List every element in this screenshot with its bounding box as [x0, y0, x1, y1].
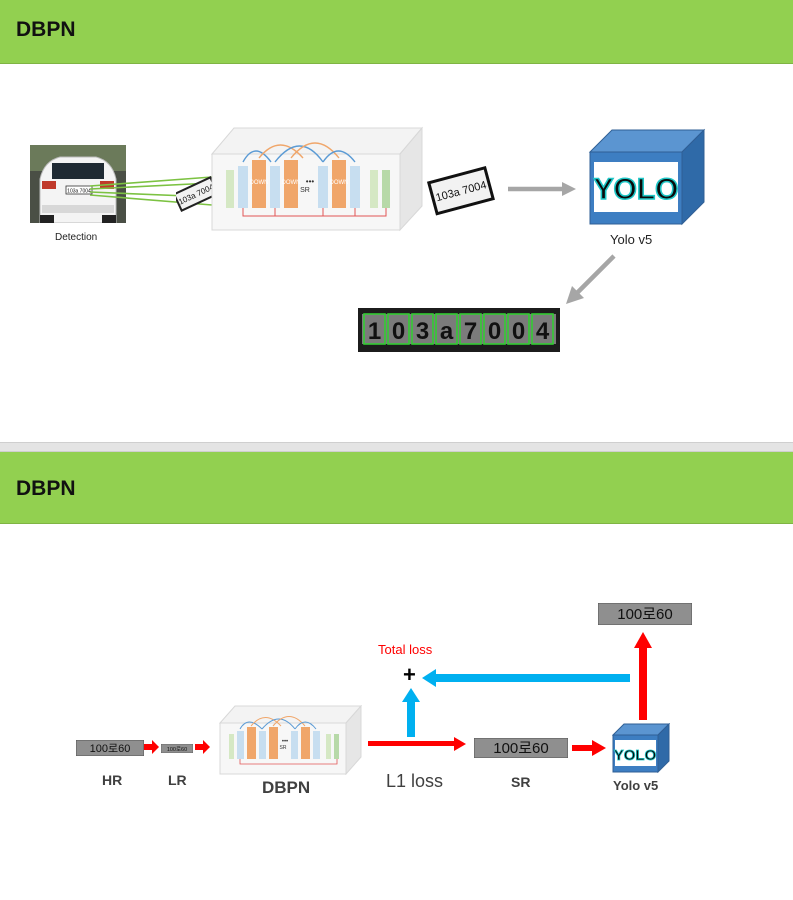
hr-to-lr-arrow [144, 740, 159, 754]
down-block-label: DOWN [330, 180, 349, 186]
char-detection-box [363, 313, 386, 345]
feedback-arrow [422, 669, 630, 687]
up-block [270, 166, 280, 208]
down-block [332, 160, 346, 208]
sr-plate: 100로60 [474, 738, 568, 758]
total-loss-label: Total loss [378, 642, 433, 657]
hr-plate: 100로60 [76, 740, 144, 756]
up-block [350, 166, 360, 208]
yolo-cube: YOLO [588, 128, 706, 226]
arrow-to-result [566, 254, 616, 304]
plate-sr: 103a 7004 [426, 165, 495, 216]
plus-symbol: + [403, 662, 416, 687]
l1-loss-label: L1 loss [386, 771, 444, 791]
slide-2-title: DBPN [16, 477, 76, 500]
char-detection-box [459, 313, 482, 345]
output-plate-text: 100로60 [617, 606, 673, 623]
dbpn-network-small: ••• SR [219, 705, 363, 775]
car-plate-text: 103a 7004 [67, 189, 91, 195]
down-block [252, 160, 266, 208]
char-detection-box [507, 313, 530, 345]
arrow-yolo-to-output [634, 632, 652, 720]
dbpn-label: DBPN [262, 778, 311, 797]
slide-2-header: DBPN [0, 452, 793, 524]
down-block [284, 160, 298, 208]
network-sr-label: SR [300, 187, 310, 194]
yolo-logo: YOLO [593, 173, 678, 206]
yolo-cube-small: YOLO [612, 723, 670, 773]
recognized-char: 1 [368, 318, 381, 345]
yolo-logo-small: YOLO [614, 747, 657, 764]
recognized-char: 0 [488, 318, 501, 345]
dbpn-network: DOWN DOWN ••• SR DOWN [210, 126, 424, 232]
network-dots: ••• [306, 177, 315, 186]
lr-label: LR [168, 772, 187, 788]
arrow-to-yolo [508, 182, 576, 196]
output-plate: 100로60 [598, 603, 692, 625]
plate-crop: 103a 7004 [176, 176, 216, 212]
slide-1-header: DBPN [0, 0, 793, 64]
recognized-char: 3 [416, 318, 429, 345]
yolo-label-small: Yolo v5 [613, 778, 659, 793]
up-block [238, 166, 248, 208]
slide-2: DBPN 100로60 Total loss + 100로60 100로60 [0, 452, 793, 900]
down-block-label: DOWN [282, 180, 301, 186]
network-sr-label-small: SR [280, 745, 287, 751]
recognized-char: 4 [536, 318, 550, 345]
sr-label: SR [511, 774, 531, 790]
lr-to-dbpn-arrow [195, 740, 210, 754]
hr-plate-text: 100로60 [90, 743, 131, 755]
network-dots-small: ••• [282, 739, 288, 745]
slide-separator [0, 442, 793, 452]
sr-plate-text: 100로60 [493, 740, 549, 757]
lr-plate: 100로60 [161, 744, 193, 753]
l1-to-total-arrow [402, 688, 420, 737]
recognized-char: 0 [392, 318, 405, 345]
car-photo: 103a 7004 [30, 145, 126, 223]
sr-to-yolo-arrow [572, 740, 606, 756]
input-block [226, 170, 234, 208]
recognized-char: 7 [464, 318, 477, 345]
char-detection-box [435, 313, 458, 345]
output-block [370, 170, 378, 208]
recognized-char: 0 [512, 318, 525, 345]
char-detection-box [483, 313, 506, 345]
char-detection-box [531, 313, 554, 345]
slide-1: DBPN 103a 7004 Detection 103a 7004 [0, 0, 793, 442]
char-detection-box [387, 313, 410, 345]
down-block-label: DOWN [250, 180, 269, 186]
car-plate [65, 185, 93, 195]
lr-plate-text: 100로60 [167, 746, 187, 753]
output-block [382, 170, 390, 208]
yolo-label: Yolo v5 [610, 232, 653, 247]
dbpn-to-sr-arrow [368, 737, 466, 751]
recognized-char: a [440, 318, 454, 345]
hr-label: HR [102, 772, 123, 788]
char-detection-box [411, 313, 434, 345]
up-block [318, 166, 328, 208]
detection-label: Detection [55, 232, 98, 243]
slide-1-title: DBPN [16, 18, 76, 41]
